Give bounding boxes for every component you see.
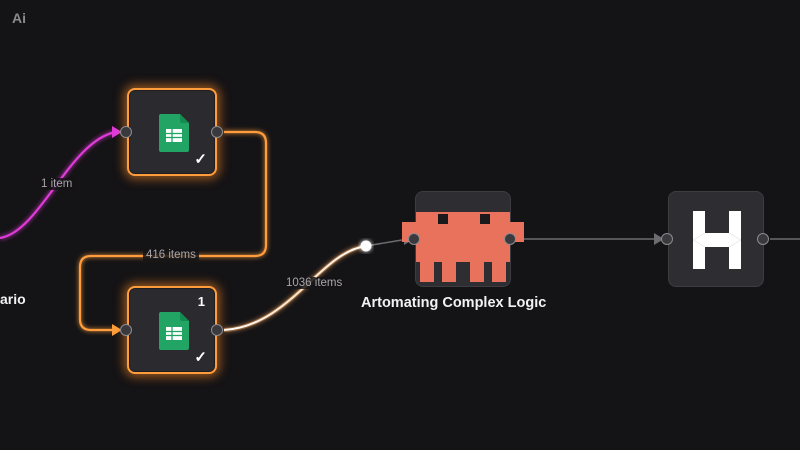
input-port[interactable] xyxy=(120,126,132,138)
hubspot-h-logo-icon xyxy=(693,211,741,269)
edge-label-item-count: 416 items xyxy=(143,249,199,261)
output-port[interactable] xyxy=(211,324,223,336)
input-port[interactable] xyxy=(661,233,673,245)
input-port[interactable] xyxy=(408,233,420,245)
node-title: Artomating Complex Logic xyxy=(361,295,547,311)
input-port[interactable] xyxy=(120,324,132,336)
google-sheets-icon xyxy=(159,312,189,350)
arrow-head-icon xyxy=(654,233,664,245)
edge-label-item-count: 1 item xyxy=(38,178,76,190)
hubspot-node[interactable] xyxy=(668,191,764,287)
arrow-head-icon xyxy=(112,324,122,336)
output-port[interactable] xyxy=(211,126,223,138)
partial-node-title: ario xyxy=(0,291,26,307)
google-sheets-node-bottom[interactable]: 1 ✓ xyxy=(127,286,217,374)
google-sheets-node-top[interactable]: ✓ xyxy=(127,88,217,176)
success-check-icon: ✓ xyxy=(194,151,207,168)
flow-dot xyxy=(360,240,372,252)
run-count-badge: 1 xyxy=(197,294,205,309)
complex-logic-node[interactable] xyxy=(402,191,524,287)
output-port[interactable] xyxy=(757,233,769,245)
watermark-logo: Ai xyxy=(12,10,26,26)
success-check-icon: ✓ xyxy=(194,349,207,366)
connection-dim-segment xyxy=(365,238,409,247)
edge-label-item-count: 1036 items xyxy=(283,277,346,289)
google-sheets-icon xyxy=(159,114,189,152)
output-port[interactable] xyxy=(504,233,516,245)
arrow-head-icon xyxy=(112,126,122,138)
